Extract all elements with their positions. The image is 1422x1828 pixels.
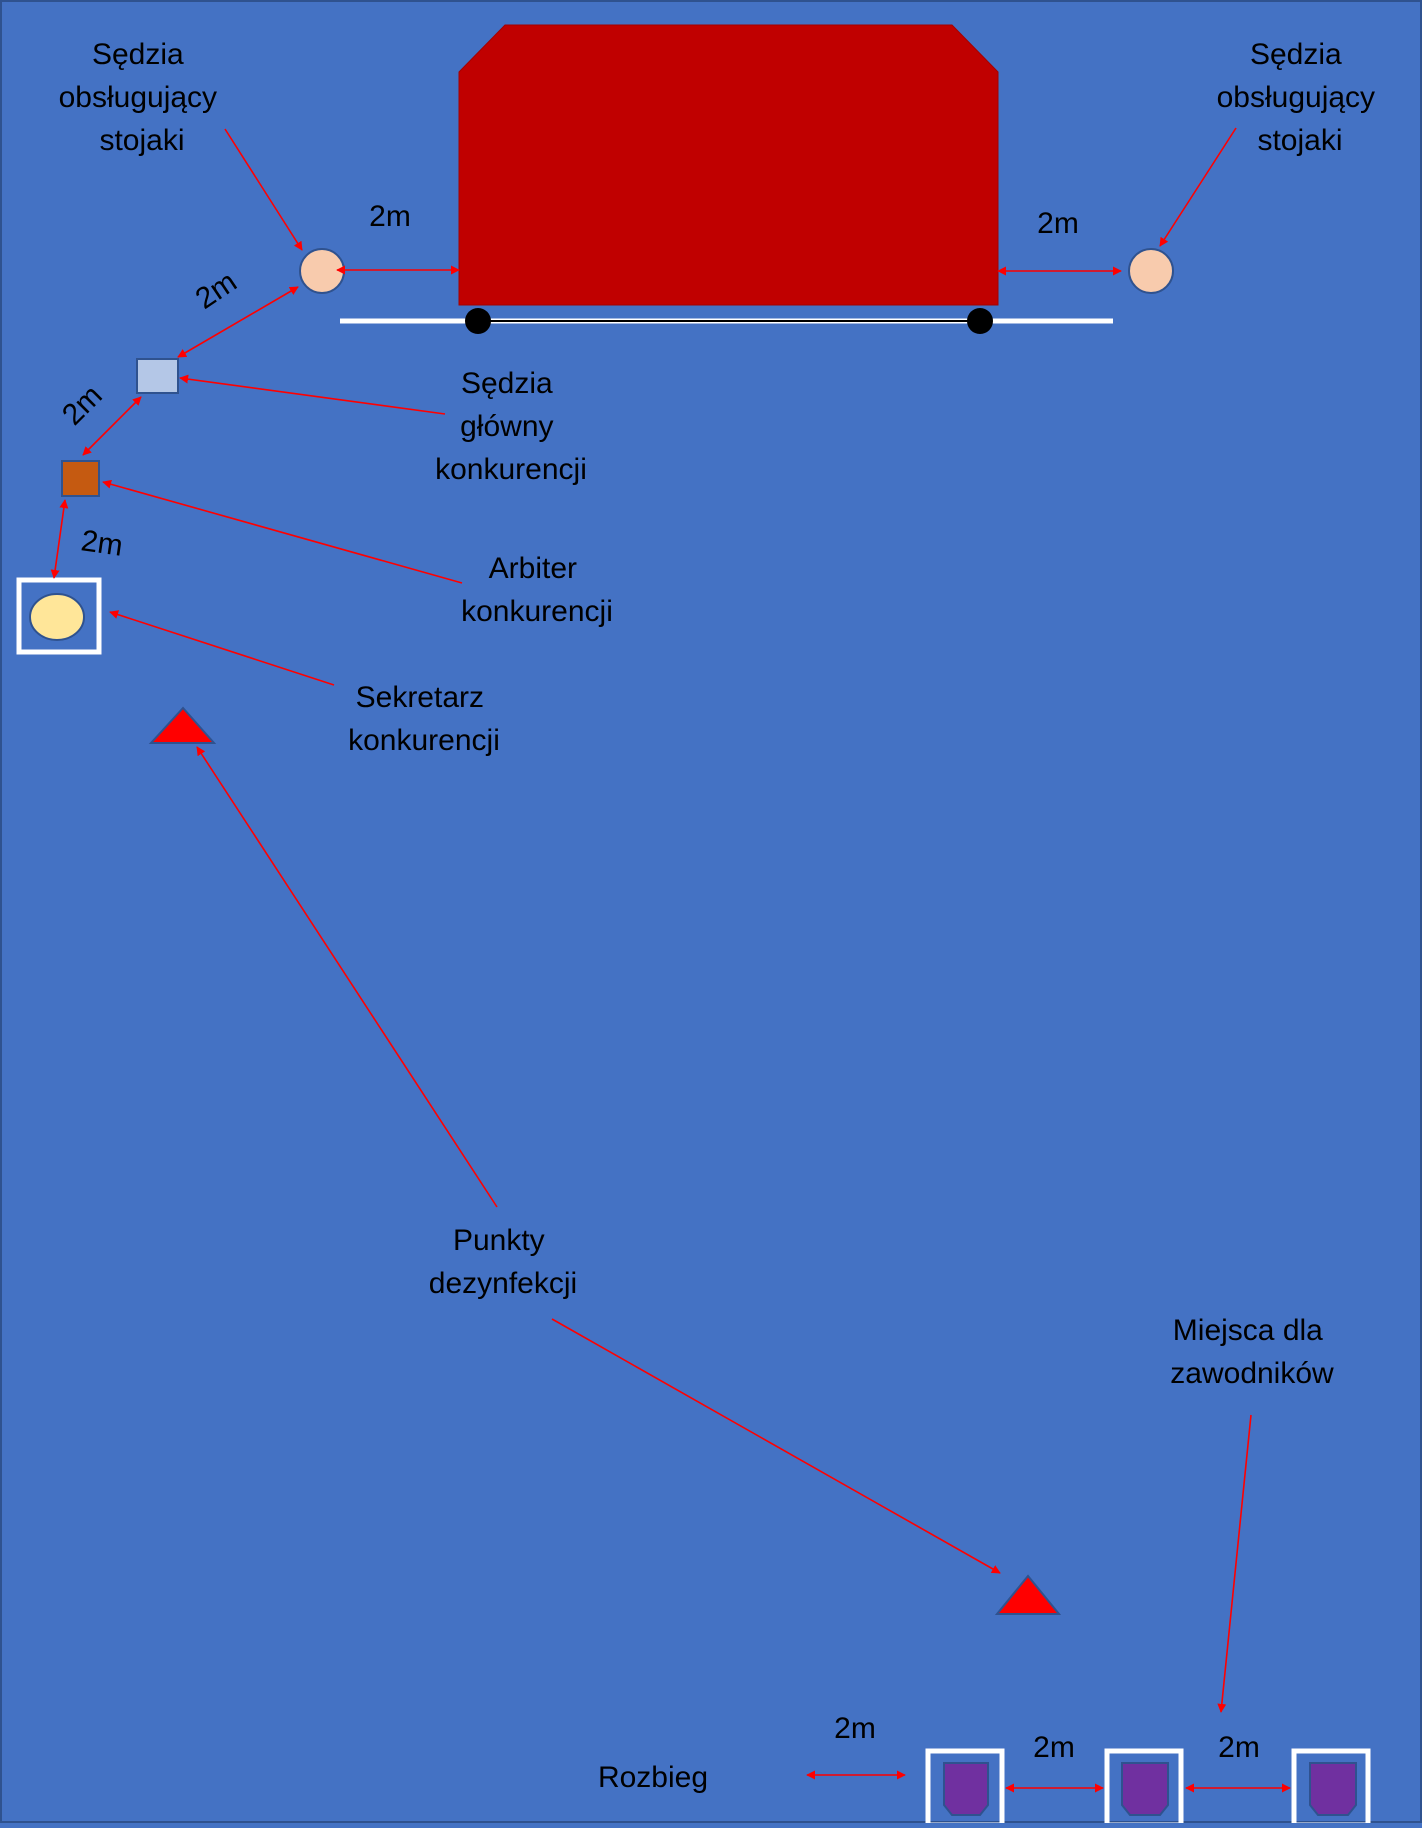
secretary-frame <box>16 577 102 655</box>
label-line: Sekretarz <box>356 681 484 714</box>
left-post <box>465 308 491 334</box>
label-athletes: Miejsca dla zawodników <box>1170 1314 1334 1390</box>
stand-judge-left-icon <box>299 248 345 294</box>
arrow-athletes <box>1217 1414 1252 1713</box>
label-line: Sędzia <box>461 367 553 400</box>
distance-judge-head <box>177 286 299 358</box>
stand-judge-right-icon <box>1128 248 1174 294</box>
label-line: zawodników <box>1170 1357 1334 1390</box>
label-line: stojaki <box>1257 124 1342 157</box>
label-line: obsługujący <box>59 81 217 114</box>
shield-icon <box>1121 1762 1169 1816</box>
distance-arrows <box>50 265 1291 1793</box>
landing-mat <box>458 24 999 306</box>
label-line: konkurencji <box>435 453 587 486</box>
label-stand-judge-left: Sędzia obsługujący stojaki <box>59 38 226 157</box>
right-post <box>967 308 993 334</box>
arrow-referee <box>102 479 463 584</box>
label-line: dezynfekcji <box>429 1267 577 1300</box>
referee-icon <box>61 460 100 497</box>
distance-label-runway: 2m <box>834 1712 876 1745</box>
label-stand-judge-right: Sędzia obsługujący stojaki <box>1217 38 1384 157</box>
label-line: Arbiter <box>489 552 577 585</box>
head-judge-icon <box>136 358 179 394</box>
label-secretary: Sekretarz konkurencji <box>348 681 500 757</box>
label-line: konkurencji <box>348 724 500 757</box>
label-line: główny <box>460 410 553 443</box>
label-line: Sędzia <box>1250 38 1342 71</box>
arrow-secretary <box>109 610 335 686</box>
distance-referee-secretary <box>50 499 69 579</box>
arrow-disinfection-bottom <box>551 1318 1001 1574</box>
arrow-disinfection-top <box>196 746 498 1208</box>
arrow-head-judge <box>179 374 446 415</box>
distance-label-mat-right: 2m <box>1037 207 1079 240</box>
arrow-stand-judge-right <box>1159 127 1237 247</box>
arrow-stand-judge-left <box>224 128 303 251</box>
secretary-icon <box>29 593 85 641</box>
label-disinfection: Punkty dezynfekcji <box>429 1224 577 1300</box>
distance-label-referee-secretary: 2m <box>79 524 125 562</box>
shield-icon <box>943 1762 989 1816</box>
label-referee: Arbiter konkurencji <box>461 552 613 628</box>
label-line: Punkty <box>453 1224 545 1257</box>
distance-label-seat-2: 2m <box>1218 1731 1260 1764</box>
distance-head-referee <box>82 396 142 456</box>
label-head-judge: Sędzia główny konkurencji <box>435 367 587 486</box>
shield-icon <box>1309 1762 1357 1816</box>
label-line: obsługujący <box>1217 81 1375 114</box>
pointer-arrows <box>102 127 1252 1713</box>
label-line: konkurencji <box>461 595 613 628</box>
distance-label-seat-1: 2m <box>1033 1731 1075 1764</box>
label-line: Sędzia <box>92 38 184 71</box>
athlete-seat <box>1291 1748 1371 1828</box>
disinfection-triangle-icon <box>148 706 217 744</box>
disinfection-triangle-icon <box>994 1574 1062 1615</box>
label-line: stojaki <box>99 124 184 157</box>
distance-label-mat-left: 2m <box>369 200 411 233</box>
label-runway: Rozbieg <box>598 1761 708 1794</box>
label-line: Miejsca dla <box>1173 1314 1323 1347</box>
